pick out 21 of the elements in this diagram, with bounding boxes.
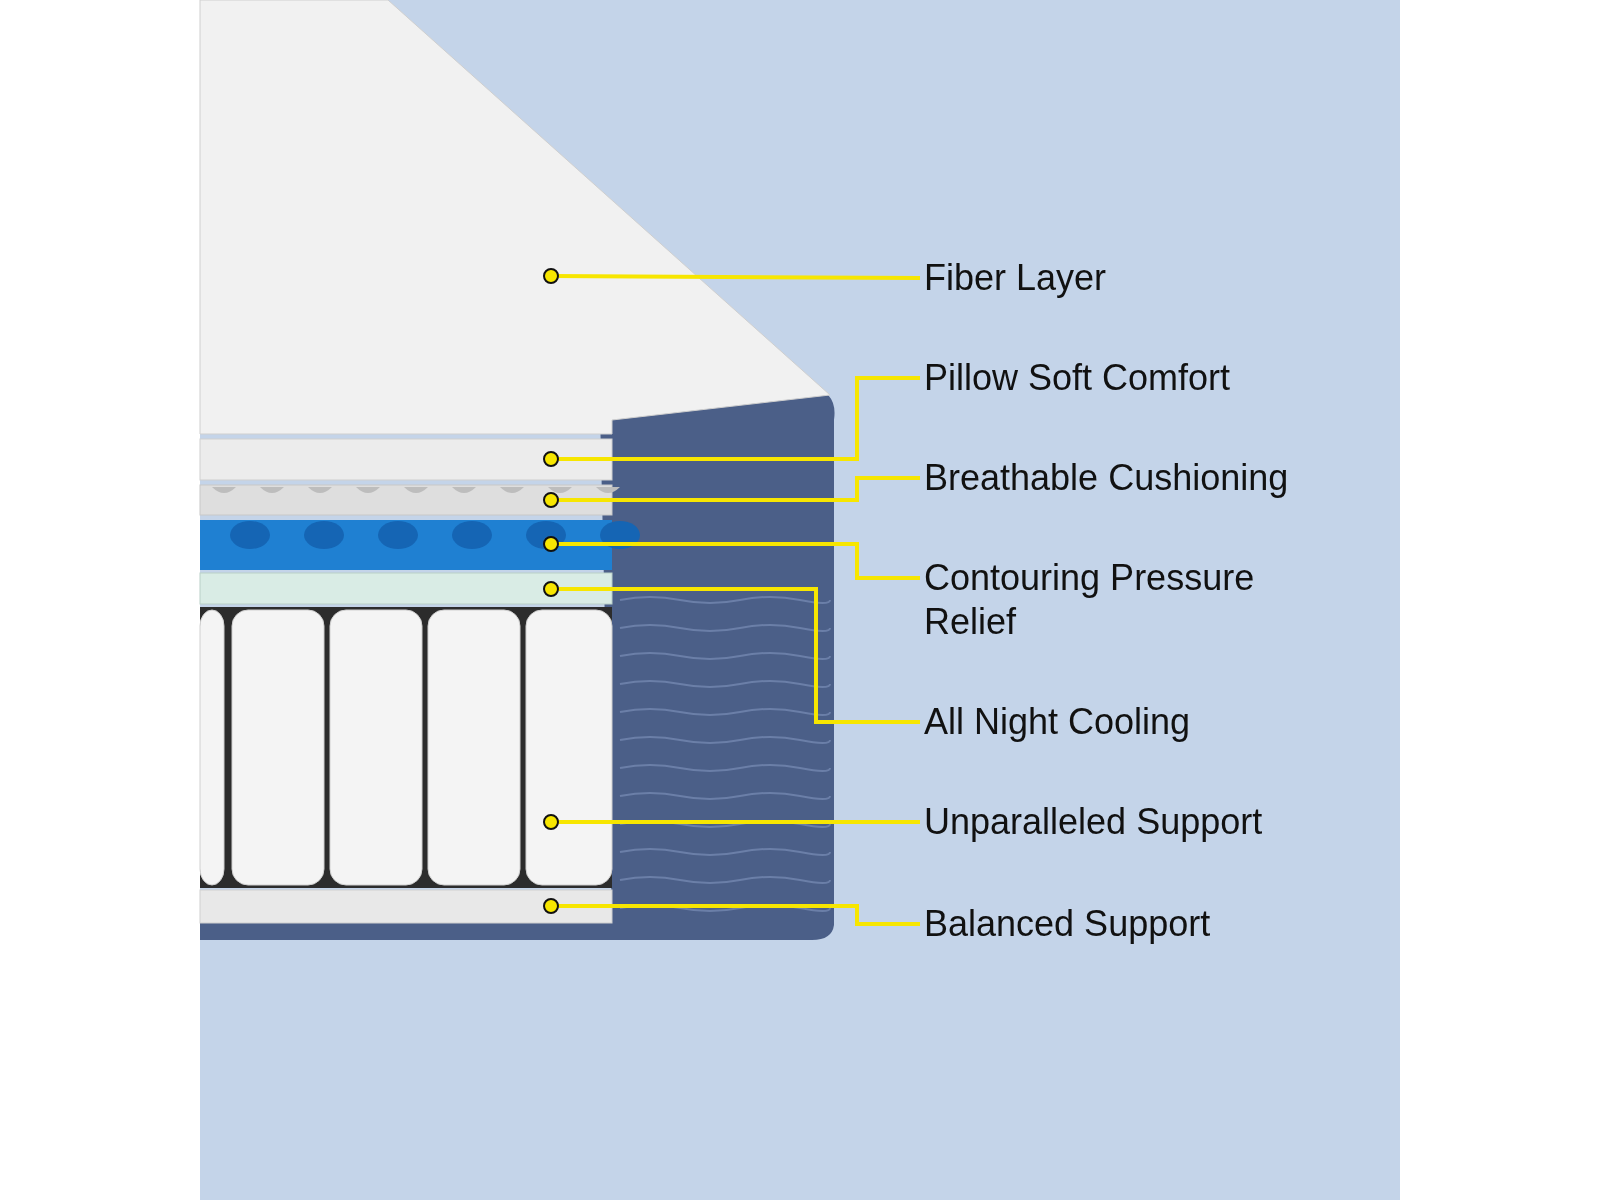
part-label: Balanced Support — [924, 902, 1211, 946]
foam-layer — [200, 520, 640, 570]
coil-spring-layer — [199, 607, 613, 888]
part-label: Fiber Layer — [924, 256, 1107, 300]
part-label: Pillow Soft Comfort — [924, 356, 1231, 400]
leader-line — [543, 814, 920, 830]
quilted-top-layer — [199, 0, 831, 435]
foam-layer — [199, 438, 613, 481]
foam-layer — [199, 889, 613, 924]
leader-line — [543, 376, 920, 467]
part-label: All Night Cooling — [924, 700, 1191, 744]
leader-line — [543, 476, 920, 508]
leader-line — [543, 536, 920, 580]
leader-line — [543, 898, 920, 926]
part-label: Breathable Cushioning — [924, 456, 1289, 500]
foam-layer — [199, 572, 613, 605]
leader-line — [543, 581, 920, 724]
part-label: Unparalleled Support — [924, 800, 1263, 844]
foam-layer — [199, 484, 620, 516]
part-label: Contouring Pressure Relief — [924, 556, 1324, 644]
leader-line — [543, 268, 920, 284]
